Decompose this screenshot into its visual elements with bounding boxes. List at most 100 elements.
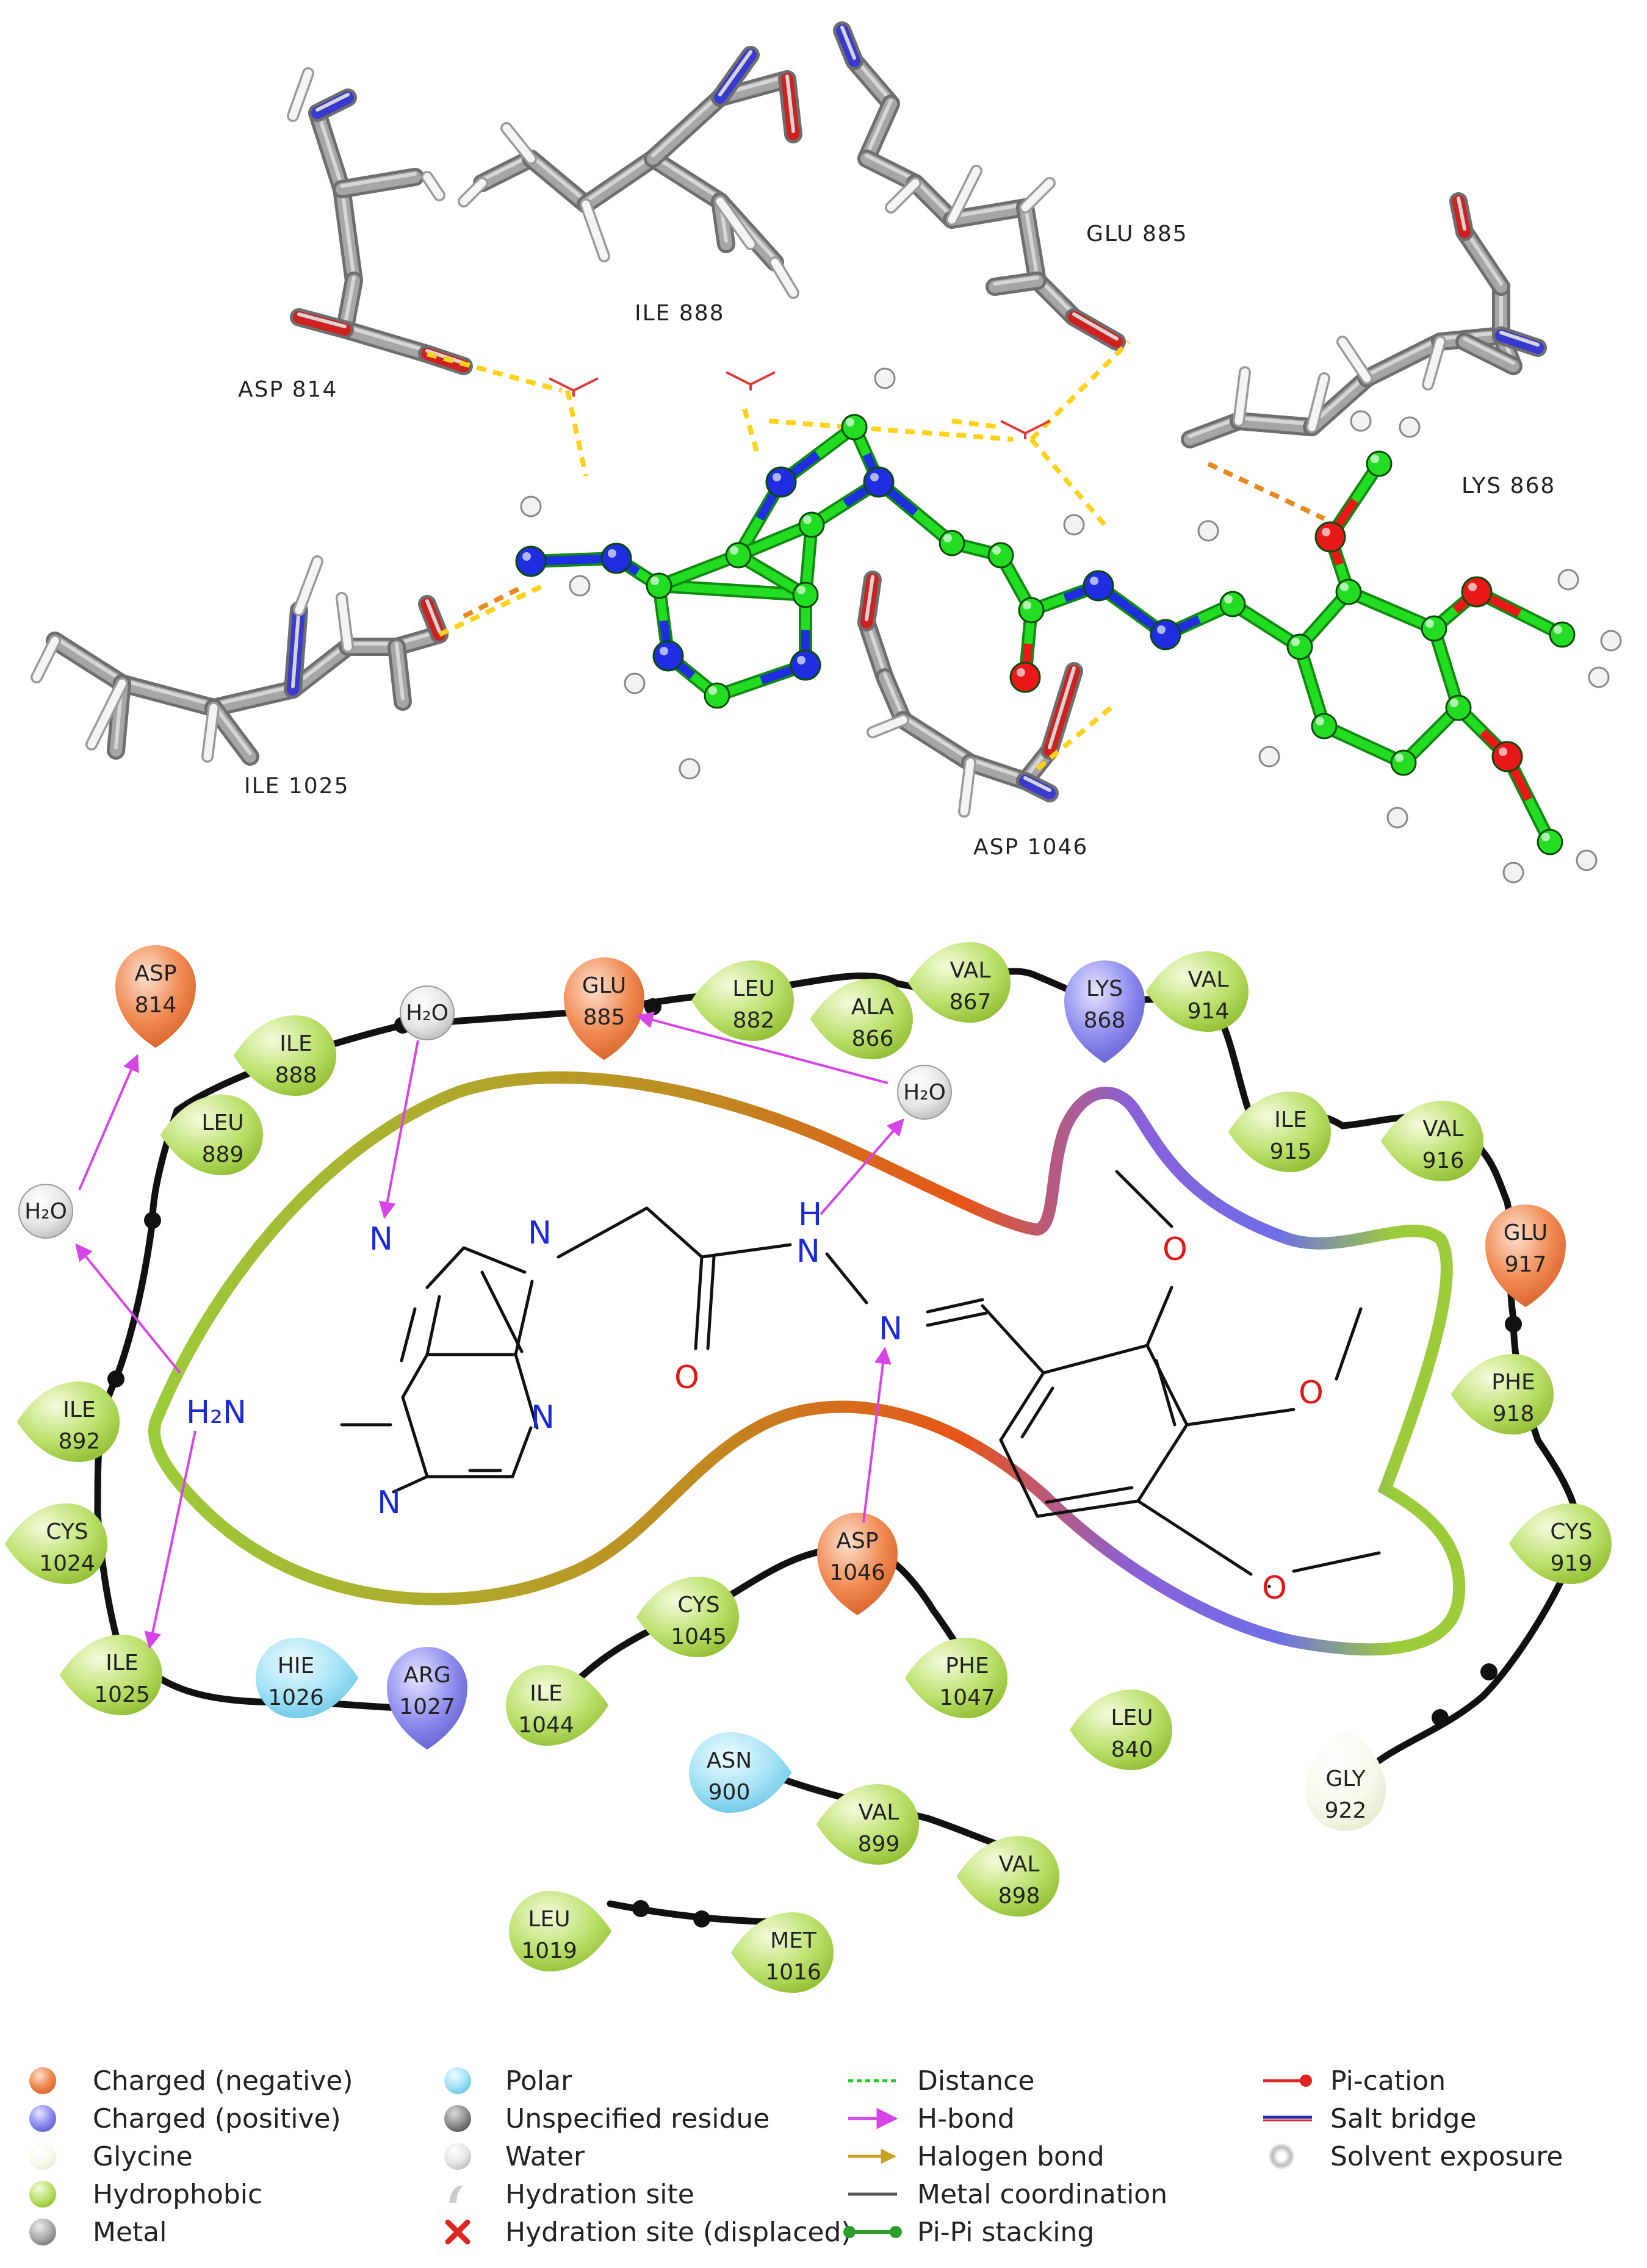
residue-shape bbox=[956, 1836, 1059, 1917]
hbond-nh2-to-water bbox=[75, 1243, 181, 1374]
residue-label-ile-1025: ILE 1025 bbox=[244, 774, 349, 799]
residue-shape bbox=[1451, 1354, 1554, 1435]
water-molecule-2: H₂O bbox=[400, 985, 455, 1040]
residue-shape bbox=[506, 1665, 609, 1746]
atom-methoxy-o1: O bbox=[1162, 1231, 1187, 1268]
residue-number: 1019 bbox=[521, 1939, 577, 1964]
residue-name: PHE bbox=[945, 1654, 989, 1679]
legend-label-hydration-site: Hydration site bbox=[505, 2179, 694, 2210]
residue-number: 1024 bbox=[39, 1551, 95, 1576]
halogen-dash bbox=[1207, 461, 1325, 521]
legend-swatch-metal bbox=[29, 2219, 56, 2245]
residue-number: 867 bbox=[950, 990, 992, 1015]
residue-name: ARG bbox=[403, 1663, 451, 1688]
atom-carbonyl-o: O bbox=[674, 1359, 699, 1396]
legend-swatch-salt-bridge bbox=[1263, 2115, 1312, 2122]
residue-name: LEU bbox=[201, 1111, 243, 1136]
residue-shape bbox=[636, 1577, 739, 1657]
legend-swatch-hydration-displaced-icon bbox=[445, 2219, 470, 2245]
residue-name: CYS bbox=[1550, 1519, 1592, 1544]
atom-n1: N bbox=[377, 1485, 401, 1521]
residue-name: VAL bbox=[950, 958, 990, 983]
residue-shape bbox=[1485, 1204, 1566, 1308]
legend-label-pi-cation: Pi-cation bbox=[1330, 2065, 1446, 2097]
residue-number: 868 bbox=[1084, 1008, 1126, 1033]
residue-name: GLU bbox=[582, 973, 627, 998]
legend-swatch-positive bbox=[29, 2105, 56, 2132]
water-label: H₂O bbox=[24, 1199, 67, 1224]
residue-shape bbox=[16, 1381, 120, 1462]
residue-shape bbox=[1145, 951, 1249, 1032]
atom-n7: N bbox=[369, 1221, 393, 1258]
residue-shape bbox=[689, 1732, 792, 1813]
residue-number: 922 bbox=[1325, 1798, 1367, 1823]
atom-imine-n: N bbox=[879, 1311, 903, 1347]
residue-name: LEU bbox=[732, 976, 774, 1001]
residue-phe-918: PHE 918 bbox=[1451, 1354, 1554, 1435]
hbond-water-to-asp814 bbox=[78, 1054, 139, 1190]
legend-label-water: Water bbox=[505, 2141, 585, 2172]
hbond-water-to-n7 bbox=[378, 1040, 419, 1219]
residue-shape bbox=[509, 1891, 612, 1971]
residue-number: 917 bbox=[1505, 1252, 1547, 1277]
residue-name: GLU bbox=[1504, 1220, 1548, 1245]
residue-number: 840 bbox=[1111, 1737, 1153, 1762]
water-label: H₂O bbox=[903, 1080, 946, 1105]
residue-name: LEU bbox=[528, 1907, 570, 1932]
hydrogen-bond-dashes bbox=[426, 340, 1325, 771]
residue-label-asp-814: ASP 814 bbox=[238, 377, 337, 402]
orange-dash bbox=[463, 583, 526, 619]
residue-label-glu-885: GLU 885 bbox=[1086, 221, 1188, 247]
protein-residue-sticks bbox=[31, 21, 1547, 818]
residue-leu-1019: LEU 1019 bbox=[509, 1891, 612, 1971]
residue-number: 916 bbox=[1422, 1148, 1465, 1173]
legend-label-salt-bridge: Salt bridge bbox=[1330, 2103, 1477, 2134]
atom-methoxy-o3: O bbox=[1262, 1570, 1287, 1607]
residue-cys-1024: CYS 1024 bbox=[4, 1503, 108, 1584]
residue-shape bbox=[810, 979, 913, 1059]
residue-shape bbox=[233, 1015, 336, 1096]
residue-number: 814 bbox=[135, 993, 177, 1018]
residue-shape bbox=[1508, 1503, 1612, 1584]
residue-name: CYS bbox=[46, 1519, 88, 1544]
residue-name: PHE bbox=[1491, 1370, 1535, 1395]
residue-shape bbox=[904, 1638, 1007, 1718]
legend-label-pi-pi: Pi-Pi stacking bbox=[917, 2217, 1094, 2248]
residue-name: MET bbox=[770, 1928, 817, 1953]
legend-swatch-hydration-site bbox=[449, 2185, 464, 2203]
residue-name: ILE bbox=[1274, 1107, 1306, 1132]
residue-number: 885 bbox=[583, 1005, 625, 1030]
legend-label-glycine: Glycine bbox=[93, 2141, 193, 2172]
residue-shape bbox=[817, 1513, 898, 1616]
residue-shape bbox=[256, 1638, 359, 1718]
hbond-dash-2 bbox=[565, 390, 588, 477]
residue-leu-882: LEU 882 bbox=[691, 960, 794, 1041]
residue-number: 898 bbox=[998, 1884, 1040, 1909]
residue-shape bbox=[1305, 1728, 1386, 1831]
residue-name: ASN bbox=[707, 1748, 752, 1773]
residue-name: ILE bbox=[106, 1651, 138, 1676]
3d-binding-pose-panel: ASP 814 ILE 888 GLU 885 LYS 868 ILE 1025… bbox=[31, 21, 1622, 884]
residue-number: 918 bbox=[1493, 1402, 1535, 1427]
residue-number: 882 bbox=[733, 1008, 775, 1033]
residue-name: ILE bbox=[63, 1397, 95, 1422]
hbond-water-to-glu885 bbox=[636, 1012, 888, 1084]
residue-number: 899 bbox=[858, 1832, 900, 1857]
residue-shape bbox=[1064, 960, 1145, 1064]
water-molecule-3: H₂O bbox=[897, 1065, 952, 1120]
water-cross-2 bbox=[1000, 420, 1050, 439]
hbond-arrows bbox=[75, 1012, 904, 1649]
residue-number: 914 bbox=[1187, 999, 1230, 1024]
